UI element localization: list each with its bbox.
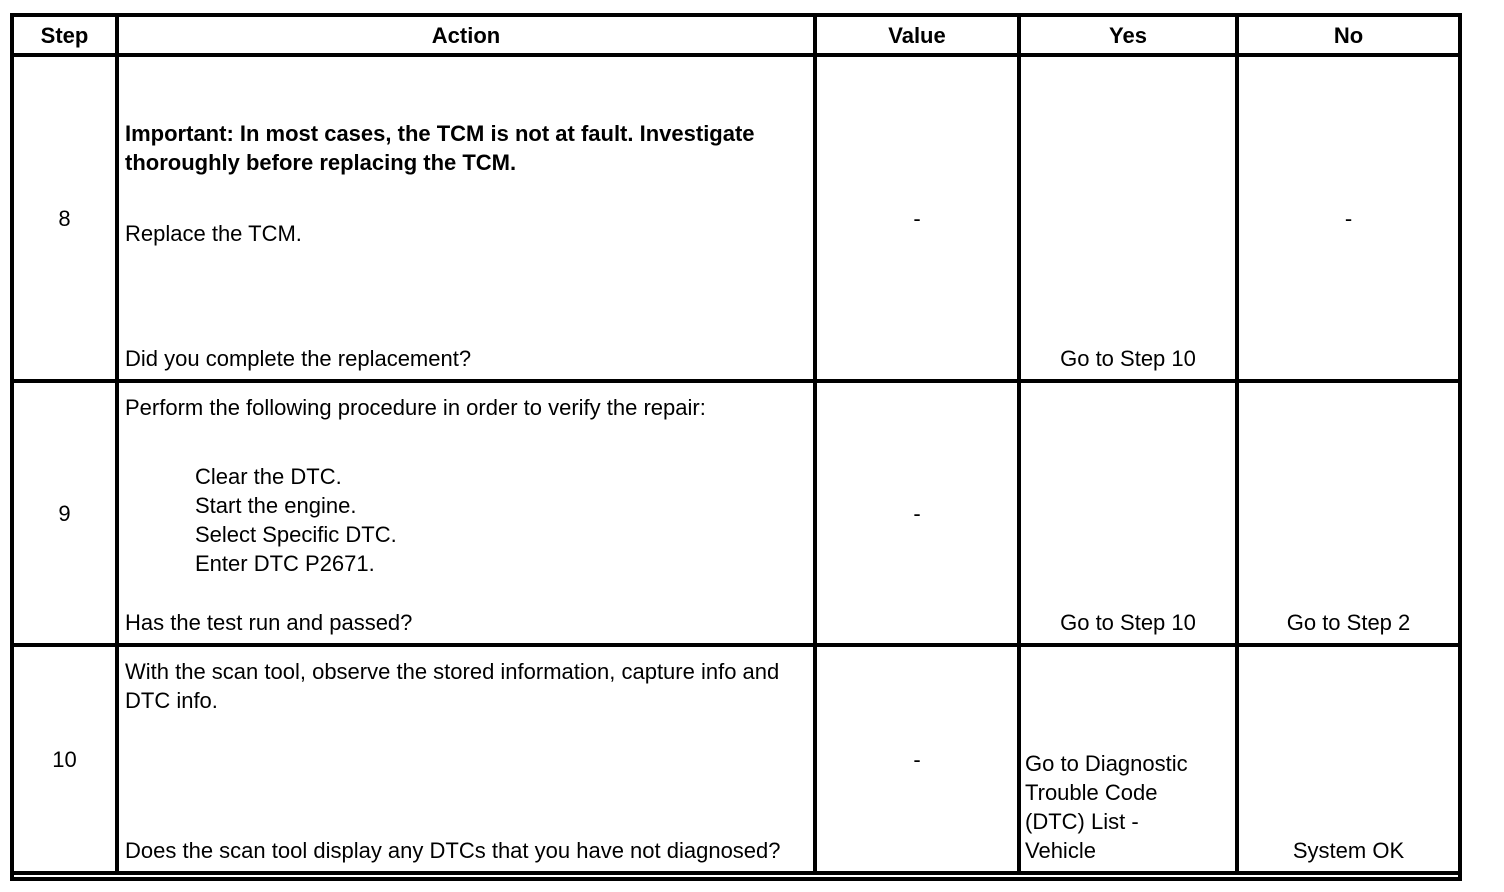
header-value-label: Value [888,22,946,48]
action-instruction: With the scan tool, observe the stored i… [125,659,780,713]
action-list-item: Start the engine. [195,493,357,518]
yes-cell-9: Go to Step 10 [1021,383,1239,647]
step-cell-8: 8 [14,57,119,383]
no-cell-10: System OK [1239,647,1458,875]
yes-answer: Go to Diagnostic Trouble Code (DTC) List… [1025,751,1188,863]
spacer [125,715,807,836]
no-cell-9: Go to Step 2 [1239,383,1458,647]
header-yes: Yes [1021,17,1239,57]
value-dash: - [913,500,921,526]
header-no: No [1239,17,1458,57]
no-answer: Go to Step 2 [1286,610,1411,635]
header-action-label: Action [431,22,501,48]
header-value: Value [817,17,1021,57]
value-cell-9: - [817,383,1021,647]
header-yes-label: Yes [1109,22,1147,48]
action-cell-8: Important: In most cases, the TCM is not… [119,57,817,383]
yes-answer: Go to Step 10 [1060,610,1196,635]
spacer [125,578,807,608]
action-instruction: Replace the TCM. [125,221,302,246]
action-question: Did you complete the replacement? [125,346,472,371]
step-number: 10 [52,746,77,772]
no-dash: - [1344,205,1353,231]
action-list-item: Select Specific DTC. [195,522,397,547]
value-dash: - [913,205,921,231]
header-no-label: No [1333,22,1364,48]
action-question: Has the test run and passed? [125,610,413,635]
step-number: 9 [58,500,71,526]
diagnostic-table: Step Action Value Yes No 8 Important: In… [10,13,1462,881]
action-list: Clear the DTC. Start the engine. Select … [195,462,807,578]
header-step: Step [14,17,119,57]
action-question: Does the scan tool display any DTCs that… [125,838,781,863]
header-step-label: Step [40,22,89,48]
value-cell-8: - [817,57,1021,383]
step-cell-10: 10 [14,647,119,875]
no-answer: System OK [1292,838,1405,863]
yes-cell-8: Go to Step 10 [1021,57,1239,383]
action-important-text: Important: In most cases, the TCM is not… [125,121,755,175]
yes-cell-10: Go to Diagnostic Trouble Code (DTC) List… [1021,647,1239,875]
step-number: 8 [58,205,71,231]
value-cell-10: - [817,647,1021,875]
yes-answer: Go to Step 10 [1060,346,1196,371]
diagnostic-table-grid: Step Action Value Yes No 8 Important: In… [14,17,1458,875]
action-intro: Perform the following procedure in order… [125,395,706,420]
action-cell-10: With the scan tool, observe the stored i… [119,647,817,875]
value-dash: - [913,746,921,772]
action-cell-9: Perform the following procedure in order… [119,383,817,647]
action-list-item: Enter DTC P2671. [195,551,375,576]
no-cell-8: - [1239,57,1458,383]
spacer [125,248,807,344]
step-cell-9: 9 [14,383,119,647]
header-action: Action [119,17,817,57]
action-list-item: Clear the DTC. [195,464,342,489]
